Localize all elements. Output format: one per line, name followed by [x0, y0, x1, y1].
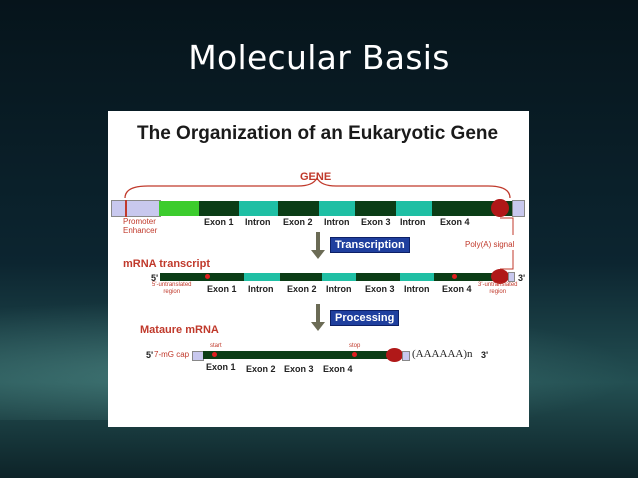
stop-label: stop [349, 343, 361, 349]
cap-label: 7-mG cap [154, 350, 190, 359]
mrna-exon1-label: Exon 1 [207, 284, 237, 294]
mature-stop-dot [352, 352, 357, 357]
mature-three-prime: 3' [481, 350, 489, 360]
gene-end-block [512, 200, 525, 217]
gene-promoter-region [111, 200, 161, 217]
mrna-exon3-label: Exon 3 [365, 284, 395, 294]
gene-exon1-label: Exon 1 [204, 217, 234, 227]
start-label: start [210, 343, 222, 349]
utr3-label: 3'-untranslated region [478, 282, 518, 295]
processing-tag: Processing [330, 310, 400, 326]
mrna-exon2-label: Exon 2 [287, 284, 317, 294]
mrna-intron-label: Intron [326, 284, 352, 294]
mrna-exon4-label: Exon 4 [442, 284, 472, 294]
gene-polya-site [491, 199, 509, 217]
processing-arrow [316, 304, 320, 323]
mrna-stop-dot [452, 274, 457, 279]
mature-end-block [402, 351, 410, 361]
mature-mrna-label: Mataure mRNA [140, 324, 219, 336]
mrna-three-prime: 3' [518, 273, 526, 283]
mature-start-dot [212, 352, 217, 357]
mrna-exon-block [322, 273, 356, 281]
transcription-tag: Transcription [330, 237, 410, 253]
utr5-label: 5'-untranslated region [152, 282, 192, 295]
gene-label: GENE [300, 171, 332, 183]
mature-exon3-label: Exon 3 [284, 364, 314, 374]
gene-exon2-label: Exon 2 [283, 217, 313, 227]
gene-exon-block [396, 201, 432, 216]
gene-exon4-label: Exon 4 [440, 217, 470, 227]
mrna-exon-block [244, 273, 280, 281]
processing-arrow-head [311, 322, 325, 331]
mrna-transcript-label: mRNA transcript [123, 258, 210, 270]
mrna-start-dot [205, 274, 210, 279]
gene-start-marker [125, 200, 127, 217]
mrna-five-prime: 5' [151, 273, 159, 283]
mature-exon1-label: Exon 1 [206, 362, 236, 372]
gene-enhancer-block [159, 201, 199, 216]
mrna-end-block [508, 272, 515, 282]
gene-exon-block [319, 201, 355, 216]
promoter-label: Promoter Enhancer [123, 217, 158, 235]
mrna-exon-block [400, 273, 434, 281]
mrna-polya-site [491, 269, 509, 284]
polya-signal-label: Poly(A) signal [465, 240, 515, 249]
mature-exon4-label: Exon 4 [323, 364, 353, 374]
transcription-arrow-head [311, 250, 325, 259]
mature-exon2-label: Exon 2 [246, 364, 276, 374]
slide-title: Molecular Basis [188, 38, 450, 77]
mature-five-prime: 5' [146, 350, 154, 360]
gene-intron-label: Intron [245, 217, 271, 227]
gene-intron-label: Intron [324, 217, 350, 227]
mature-mrna-body [203, 351, 393, 359]
diagram-panel: The Organization of an Eukaryotic Gene G… [108, 111, 529, 427]
transcription-arrow [316, 232, 320, 251]
gene-intron-label: Intron [400, 217, 426, 227]
gene-exon-block [239, 201, 278, 216]
mrna-intron-label: Intron [404, 284, 430, 294]
gene-exon3-label: Exon 3 [361, 217, 391, 227]
polya-tail-label: (AAAAAA)n [412, 348, 473, 360]
mature-polya-site [386, 348, 403, 362]
diagram-title: The Organization of an Eukaryotic Gene [137, 123, 499, 144]
mrna-intron-label: Intron [248, 284, 274, 294]
